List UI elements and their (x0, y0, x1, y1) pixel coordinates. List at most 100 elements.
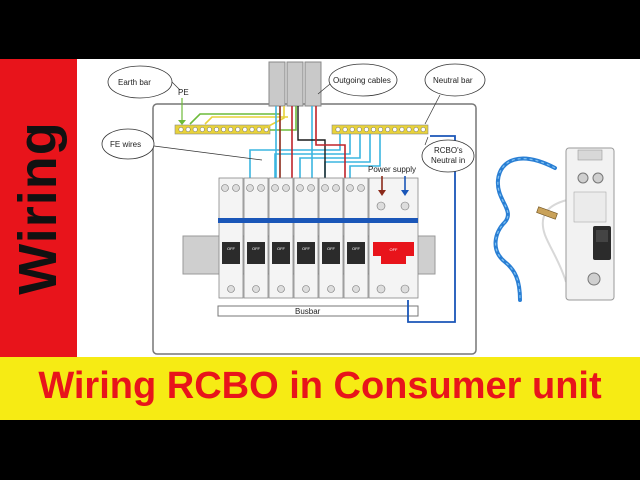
video-title: Wiring RCBO in Consumer unit (38, 365, 602, 407)
terminal-hole (420, 127, 426, 132)
terminal-hole (399, 127, 405, 132)
mcb-switch-label: OFF (352, 246, 361, 251)
earth-wires (189, 106, 297, 131)
mcb-screw (307, 184, 315, 192)
mcb-switch (347, 242, 365, 264)
pe-label: PE (178, 88, 189, 97)
mcb-body (293, 177, 319, 299)
rcbo-switch (373, 242, 414, 256)
rcbo-device-illustration (493, 147, 615, 302)
terminal-hole (221, 127, 227, 132)
mcb-body (268, 177, 294, 299)
rcbo-body (368, 177, 419, 299)
mcb-screw (357, 184, 365, 192)
callout-rcbo-neutral: RCBO's Neutral in (421, 136, 475, 173)
mcb-switch (247, 242, 265, 264)
callout-earth-bar: Earth bar (107, 65, 181, 99)
terminal-hole (249, 127, 255, 132)
rcbo-screw (376, 201, 386, 211)
power-supply-arrows (378, 176, 409, 196)
callout-outgoing-cables: Outgoing cables (317, 63, 398, 97)
terminal-hole (385, 127, 391, 132)
mcb-switch-label: OFF (302, 246, 311, 251)
rcbo-neutral-label-1: RCBO's (434, 146, 463, 155)
callout-neutral-bar: Neutral bar (424, 63, 486, 125)
mcb-screw (352, 285, 360, 293)
neutral-wires (249, 106, 381, 178)
busbar (217, 305, 419, 317)
mcb-switch-label: OFF (277, 246, 286, 251)
earth-bar-label: Earth bar (118, 78, 151, 87)
rcbo-neutral-wire (407, 135, 456, 323)
live-wires (279, 106, 346, 178)
terminal-hole (256, 127, 262, 132)
callout-fe-wires: FE wires (101, 128, 263, 161)
terminal-hole (199, 127, 205, 132)
mcb-screw (296, 184, 304, 192)
terminal-hole (342, 127, 348, 132)
terminal-hole (392, 127, 398, 132)
neutral-bar-label: Neutral bar (433, 76, 473, 85)
rcbo-screw (400, 284, 410, 294)
mcb-switch (322, 242, 340, 264)
blue-bus-line (218, 218, 418, 223)
outgoing-cables-label: Outgoing cables (333, 76, 391, 85)
power-supply-label: Power supply (368, 165, 416, 174)
terminal-hole (228, 127, 234, 132)
mcb-body (243, 177, 269, 299)
mcb-screw (246, 184, 254, 192)
terminal-hole (185, 127, 191, 132)
mcb-screw (232, 184, 240, 192)
mcb-switch-label: OFF (327, 246, 336, 251)
mcb-screw (271, 184, 279, 192)
mcb-switch-label: OFF (252, 246, 261, 251)
mcb-screw (257, 184, 265, 192)
rcbo-screw (376, 284, 386, 294)
terminal-hole (192, 127, 198, 132)
mcb-screw (221, 184, 229, 192)
mcb-screw (227, 285, 235, 293)
mcb-screw (327, 285, 335, 293)
terminal-hole (363, 127, 369, 132)
rcbo-switch-base (381, 256, 406, 264)
terminal-hole (356, 127, 362, 132)
terminal-hole (371, 127, 376, 132)
mcb-screw (302, 285, 310, 293)
terminal-hole (214, 127, 219, 132)
mcb-screw (346, 184, 354, 192)
mcb-screw (282, 184, 290, 192)
neutral-bar (331, 124, 429, 135)
mcb-switch (222, 242, 240, 264)
pe-arrow-head (178, 120, 186, 125)
terminal-hole (406, 127, 412, 132)
rcbo-neutral-label-2: Neutral in (431, 156, 465, 165)
terminal-hole (349, 127, 355, 132)
side-red-band (0, 59, 77, 357)
mcb-switch (297, 242, 315, 264)
rcbo-screw (400, 201, 410, 211)
mcb-body (318, 177, 344, 299)
rcbo-switch-label: OFF (390, 247, 399, 252)
mcb-screw (332, 184, 340, 192)
mcb-switch-label: OFF (227, 246, 236, 251)
mcb-body (343, 177, 369, 299)
mcb-switch (272, 242, 290, 264)
mcb-screw (321, 184, 329, 192)
busbar-label: Busbar (295, 307, 321, 316)
breaker-row: OFF OFF OFF OFF OFF OFF OFF (218, 177, 419, 299)
earth-bar (174, 124, 271, 135)
terminal-hole (413, 127, 419, 132)
terminal-hole (335, 127, 341, 132)
terminal-hole (378, 127, 384, 132)
mcb-screw (252, 285, 260, 293)
fe-wires-label: FE wires (110, 140, 141, 149)
terminal-hole (235, 127, 241, 132)
terminal-hole (242, 127, 248, 132)
outgoing-cables (268, 61, 322, 107)
terminal-hole (206, 127, 212, 132)
terminal-hole (178, 127, 184, 132)
mcb-body (218, 177, 244, 299)
mcb-screw (277, 285, 285, 293)
title-yellow-band (0, 357, 640, 420)
